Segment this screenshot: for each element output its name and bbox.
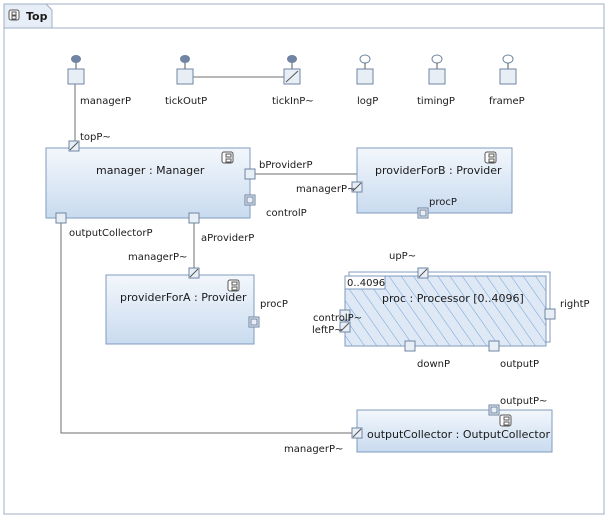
label-providerForB-procP: procP bbox=[429, 197, 457, 208]
port-procP-inner bbox=[419, 209, 427, 217]
part-proc[interactable]: 0..4096 proc : Processor [0..4096] upP~ … bbox=[312, 251, 590, 370]
part-label-outputCollector: outputCollector : OutputCollector bbox=[367, 428, 550, 441]
multiplicity-box bbox=[344, 275, 386, 290]
label-bProviderP: bProviderP bbox=[259, 160, 313, 171]
top-port-tickOutP[interactable]: tickOutP bbox=[165, 55, 207, 107]
label-downP: downP bbox=[417, 359, 450, 370]
part-label-providerForB: providerForB : Provider bbox=[375, 164, 502, 177]
label-outputCollector-outputP: outputP~ bbox=[500, 396, 547, 407]
label-leftP: leftP~ bbox=[312, 325, 343, 336]
port-controlP-inner bbox=[246, 196, 254, 204]
capsule-icon bbox=[499, 414, 512, 427]
port-dot-timingP bbox=[431, 54, 443, 64]
label-outputCollector-managerP: managerP~ bbox=[284, 444, 343, 455]
port-controlP-proc[interactable] bbox=[339, 309, 351, 321]
capsule-icon bbox=[484, 151, 497, 164]
conjugate-mark bbox=[352, 182, 362, 192]
label-providerForB-managerP: managerP~ bbox=[296, 184, 355, 195]
port-procP-inner bbox=[250, 318, 258, 326]
conjugate-mark bbox=[340, 322, 350, 332]
part-label-providerForA: providerForA : Provider bbox=[120, 291, 247, 304]
part-providerForA[interactable]: providerForA : Provider managerP~ procP bbox=[105, 252, 288, 345]
top-port-tickInP[interactable]: tickInP~ bbox=[272, 55, 314, 107]
port-rightP[interactable] bbox=[544, 308, 556, 320]
label-rightP: rightP bbox=[560, 299, 590, 310]
port-aProviderP[interactable] bbox=[188, 212, 200, 224]
label-topP: topP~ bbox=[80, 132, 111, 143]
part-manager[interactable]: manager : Manager topP~ bProviderP contr… bbox=[45, 132, 313, 244]
label-tickInP: tickInP~ bbox=[272, 96, 314, 107]
conjugate-mark bbox=[285, 70, 299, 83]
frame-title: Top bbox=[26, 10, 48, 23]
port-outputP[interactable] bbox=[488, 340, 500, 352]
multiplicity-label: 0..4096 bbox=[347, 278, 385, 289]
part-label-proc: proc : Processor [0..4096] bbox=[382, 292, 524, 305]
conjugate-mark bbox=[189, 268, 199, 278]
part-label-manager: manager : Manager bbox=[96, 164, 205, 177]
port-dot-managerP bbox=[71, 55, 81, 63]
port-outputCollectorP[interactable] bbox=[55, 212, 67, 224]
port-box-frameP[interactable] bbox=[499, 68, 517, 85]
port-downP[interactable] bbox=[404, 340, 416, 352]
label-logP: logP bbox=[357, 96, 378, 107]
capsule-icon bbox=[227, 279, 240, 292]
label-controlP: controlP bbox=[266, 208, 307, 219]
label-providerForA-procP: procP bbox=[260, 299, 288, 310]
label-providerForA-managerP: managerP~ bbox=[128, 252, 187, 263]
label-upP: upP~ bbox=[389, 251, 416, 262]
port-box-tickOutP[interactable] bbox=[176, 68, 194, 85]
port-dot-tickOutP bbox=[180, 55, 190, 63]
capsule-icon bbox=[8, 9, 20, 21]
port-dot-frameP bbox=[502, 54, 514, 64]
label-timingP: timingP bbox=[417, 96, 455, 107]
conjugate-mark bbox=[69, 141, 79, 151]
port-box-timingP[interactable] bbox=[428, 68, 446, 85]
port-dot-logP bbox=[359, 54, 371, 64]
top-port-frameP[interactable]: frameP bbox=[489, 54, 525, 107]
port-outputP-inner bbox=[490, 406, 498, 414]
top-port-logP[interactable]: logP bbox=[356, 54, 378, 107]
port-box-managerP[interactable] bbox=[67, 68, 85, 85]
top-port-timingP[interactable]: timingP bbox=[417, 54, 455, 107]
connector-outputCollector[interactable] bbox=[60, 223, 352, 434]
part-box-manager[interactable] bbox=[45, 147, 251, 219]
port-dot-tickInP bbox=[287, 55, 297, 63]
conjugate-mark bbox=[352, 428, 362, 438]
port-box-logP[interactable] bbox=[356, 68, 374, 85]
conjugate-mark bbox=[418, 268, 428, 278]
label-tickOutP: tickOutP bbox=[165, 96, 207, 107]
capsule-icon bbox=[221, 151, 234, 164]
label-outputCollectorP: outputCollectorP bbox=[69, 228, 152, 239]
part-providerForB[interactable]: providerForB : Provider managerP~ procP bbox=[296, 147, 513, 219]
connectors bbox=[60, 76, 357, 434]
label-aProviderP: aProviderP bbox=[201, 233, 254, 244]
label-outputP: outputP bbox=[500, 359, 539, 370]
label-managerP: managerP bbox=[80, 96, 131, 107]
port-bProviderP[interactable] bbox=[244, 168, 256, 180]
part-outputCollector[interactable]: outputCollector : OutputCollector output… bbox=[284, 396, 553, 455]
label-proc-controlP: controlP~ bbox=[313, 313, 362, 324]
label-frameP: frameP bbox=[489, 96, 525, 107]
top-port-managerP[interactable]: managerP bbox=[67, 55, 131, 107]
